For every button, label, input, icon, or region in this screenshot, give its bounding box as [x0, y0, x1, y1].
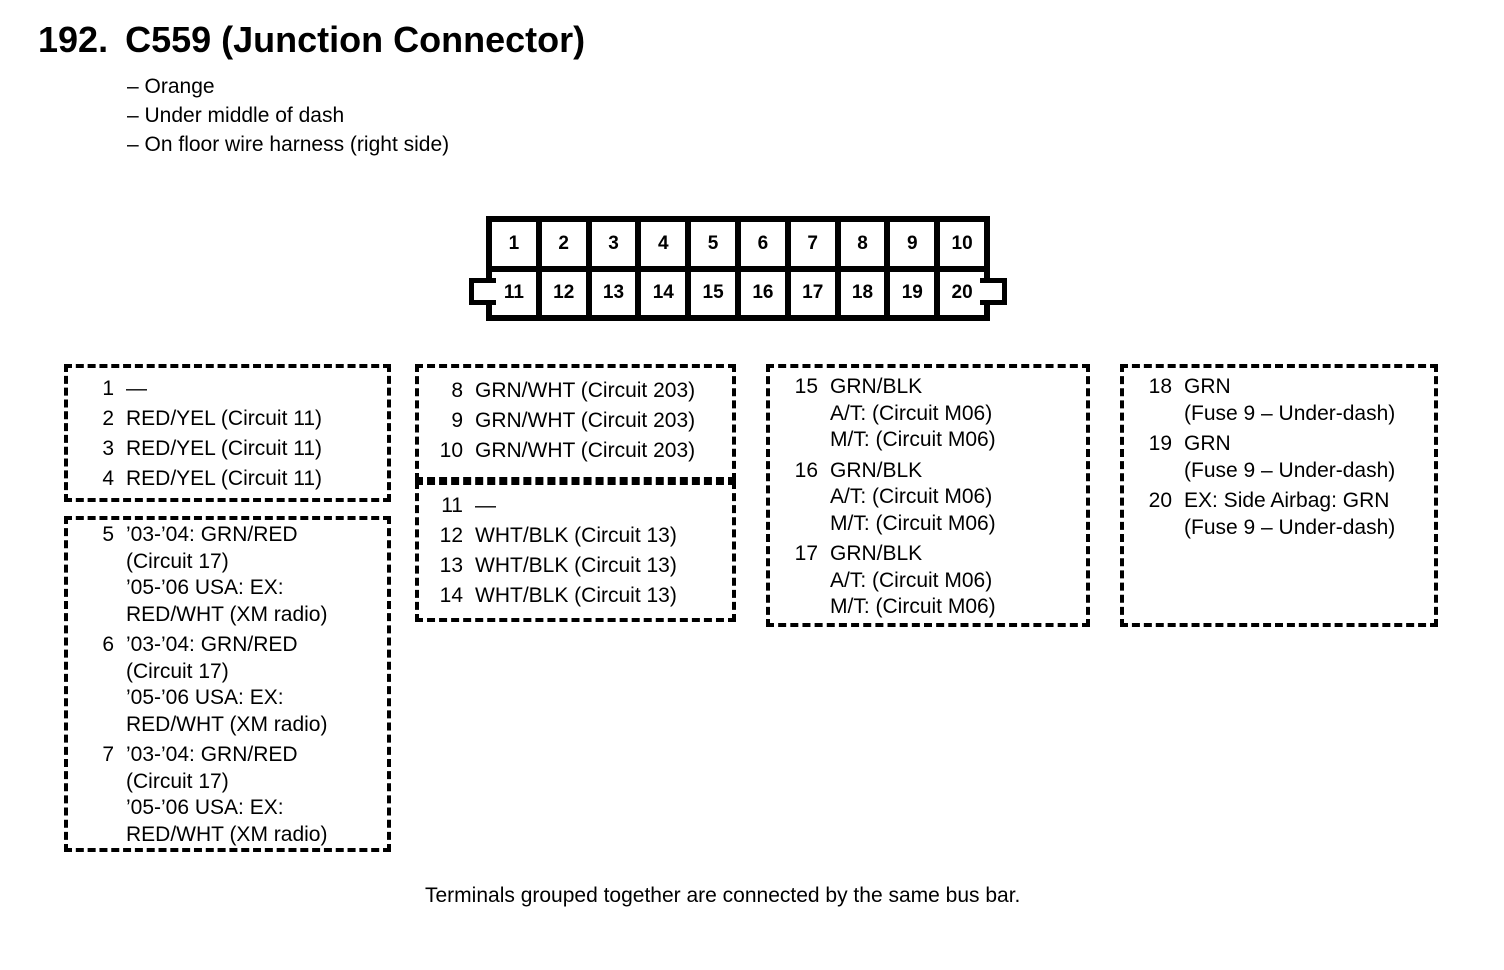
pin-number: 3 — [102, 437, 114, 460]
pin-group-11-14: 11 — 12 WHT/BLK (Circuit 13) 13 WHT/BLK … — [415, 481, 736, 622]
pin-description: RED/YEL (Circuit 11) — [126, 407, 323, 430]
connector-pin-cell-20: 20 — [940, 271, 984, 315]
connector-tab-left — [469, 278, 496, 305]
pin-description: — — [126, 377, 147, 400]
connector-pin-cell-19: 19 — [890, 271, 935, 315]
connector-pin-cell-1: 1 — [492, 222, 536, 266]
connector-pin-cell-9: 9 — [890, 222, 935, 266]
pin-description: WHT/BLK (Circuit 13) — [475, 554, 677, 577]
connector-pin-cell-12: 12 — [541, 271, 586, 315]
connector-pin-cell-13: 13 — [591, 271, 636, 315]
pin-description: GRN (Fuse 9 – Under-dash) — [1184, 432, 1396, 482]
pin-number: 1 — [102, 377, 114, 400]
pin-description: ’03-’04: GRN/RED (Circuit 17) ’05-’06 US… — [126, 743, 328, 846]
pin-group-18-20: 18 GRN (Fuse 9 – Under-dash) 19 GRN (Fus… — [1120, 364, 1438, 627]
pin-entry-19: 19 GRN (Fuse 9 – Under-dash) — [1142, 431, 1428, 484]
pin-group-15-17: 15 GRN/BLK A/T: (Circuit M06) M/T: (Circ… — [766, 364, 1090, 627]
pin-number: 19 — [1148, 432, 1172, 455]
pin-description: GRN (Fuse 9 – Under-dash) — [1184, 375, 1396, 425]
pin-entry-10: 10 GRN/WHT (Circuit 203) — [433, 436, 726, 466]
pin-entry-3: 3 RED/YEL (Circuit 11) — [90, 434, 381, 464]
pin-description: GRN/WHT (Circuit 203) — [475, 379, 696, 402]
connector-pin-cell-18: 18 — [840, 271, 885, 315]
pin-description: GRN/WHT (Circuit 203) — [475, 409, 696, 432]
pin-entry-16: 16 GRN/BLK A/T: (Circuit M06) M/T: (Circ… — [788, 458, 1080, 538]
note-harness: – On floor wire harness (right side) — [127, 133, 450, 156]
connector-tab-right — [980, 278, 1007, 305]
pin-description: GRN/BLK A/T: (Circuit M06) M/T: (Circuit… — [830, 375, 996, 451]
pin-number: 4 — [102, 467, 114, 490]
pin-number: 20 — [1148, 489, 1172, 512]
pin-entry-14: 14 WHT/BLK (Circuit 13) — [433, 581, 726, 611]
pin-number: 17 — [794, 542, 818, 565]
pin-description: RED/YEL (Circuit 11) — [126, 437, 323, 460]
connector-pin-cell-4: 4 — [641, 222, 686, 266]
pin-description: — — [475, 494, 496, 517]
pin-number: 5 — [102, 523, 114, 546]
connector-pin-cell-14: 14 — [641, 271, 686, 315]
pin-entry-9: 9 GRN/WHT (Circuit 203) — [433, 406, 726, 436]
note-color: – Orange — [127, 75, 215, 98]
pin-description: WHT/BLK (Circuit 13) — [475, 584, 677, 607]
connector-pin-cell-7: 7 — [790, 222, 835, 266]
page-title: 192. C559 (Junction Connector) — [38, 20, 585, 60]
pin-number: 9 — [451, 409, 463, 432]
pin-entry-1: 1 — — [90, 374, 381, 404]
pin-description: GRN/BLK A/T: (Circuit M06) M/T: (Circuit… — [830, 542, 996, 618]
pin-entry-11: 11 — — [433, 491, 726, 521]
pin-number: 2 — [102, 407, 114, 430]
connector-pin-cell-17: 17 — [790, 271, 835, 315]
connector-pin-cell-6: 6 — [740, 222, 785, 266]
connector-pin-cell-3: 3 — [591, 222, 636, 266]
pin-group-5-7: 5 ’03-’04: GRN/RED (Circuit 17) ’05-’06 … — [64, 516, 391, 852]
connector-pin-cell-16: 16 — [740, 271, 785, 315]
pin-number: 11 — [441, 494, 463, 517]
pin-description: GRN/WHT (Circuit 203) — [475, 439, 696, 462]
bus-bar-note: Terminals grouped together are connected… — [425, 884, 1021, 907]
pin-entry-2: 2 RED/YEL (Circuit 11) — [90, 404, 381, 434]
connector-notes: – Orange – Under middle of dash – On flo… — [127, 72, 449, 159]
pin-description: ’03-’04: GRN/RED (Circuit 17) ’05-’06 US… — [126, 633, 328, 736]
pin-number: 7 — [102, 743, 114, 766]
pin-entry-20: 20 EX: Side Airbag: GRN (Fuse 9 – Under-… — [1142, 488, 1428, 541]
section-title: C559 (Junction Connector) — [125, 19, 586, 60]
pin-entry-12: 12 WHT/BLK (Circuit 13) — [433, 521, 726, 551]
pin-number: 10 — [439, 439, 463, 462]
pin-number: 14 — [439, 584, 463, 607]
connector-diagram: 1 2 3 4 5 6 7 8 9 10 11 12 13 14 15 16 1… — [469, 216, 1007, 321]
pin-entry-17: 17 GRN/BLK A/T: (Circuit M06) M/T: (Circ… — [788, 541, 1080, 621]
pin-entry-5: 5 ’03-’04: GRN/RED (Circuit 17) ’05-’06 … — [90, 522, 381, 628]
pin-description: ’03-’04: GRN/RED (Circuit 17) ’05-’06 US… — [126, 523, 328, 626]
note-location: – Under middle of dash — [127, 104, 345, 127]
pin-number: 18 — [1148, 375, 1172, 398]
pin-group-1-4: 1 — 2 RED/YEL (Circuit 11) 3 RED/YEL (Ci… — [64, 364, 391, 502]
pin-entry-8: 8 GRN/WHT (Circuit 203) — [433, 376, 726, 406]
pin-entry-4: 4 RED/YEL (Circuit 11) — [90, 464, 381, 494]
pin-description: WHT/BLK (Circuit 13) — [475, 524, 677, 547]
pin-entry-7: 7 ’03-’04: GRN/RED (Circuit 17) ’05-’06 … — [90, 742, 381, 848]
pin-description: EX: Side Airbag: GRN (Fuse 9 – Under-das… — [1184, 489, 1396, 539]
connector-pin-cell-10: 10 — [940, 222, 984, 266]
pin-number: 8 — [451, 379, 463, 402]
pin-number: 13 — [439, 554, 463, 577]
connector-pin-cell-15: 15 — [691, 271, 735, 315]
pin-number: 12 — [439, 524, 463, 547]
section-number: 192. — [38, 19, 109, 60]
pin-entry-6: 6 ’03-’04: GRN/RED (Circuit 17) ’05-’06 … — [90, 632, 381, 738]
pin-entry-18: 18 GRN (Fuse 9 – Under-dash) — [1142, 374, 1428, 427]
pin-description: RED/YEL (Circuit 11) — [126, 467, 323, 490]
pin-number: 15 — [794, 375, 818, 398]
pin-number: 16 — [794, 458, 818, 482]
pin-entry-15: 15 GRN/BLK A/T: (Circuit M06) M/T: (Circ… — [788, 374, 1080, 454]
connector-pin-cell-8: 8 — [840, 222, 885, 266]
pin-group-8-10: 8 GRN/WHT (Circuit 203) 9 GRN/WHT (Circu… — [415, 364, 736, 481]
connector-pin-cell-2: 2 — [541, 222, 586, 266]
connector-pin-cell-5: 5 — [691, 222, 735, 266]
connector-pin-cell-11: 11 — [492, 271, 536, 315]
pin-entry-13: 13 WHT/BLK (Circuit 13) — [433, 551, 726, 581]
pin-number: 6 — [102, 633, 114, 656]
pin-description: GRN/BLK A/T: (Circuit M06) M/T: (Circuit… — [830, 458, 996, 535]
